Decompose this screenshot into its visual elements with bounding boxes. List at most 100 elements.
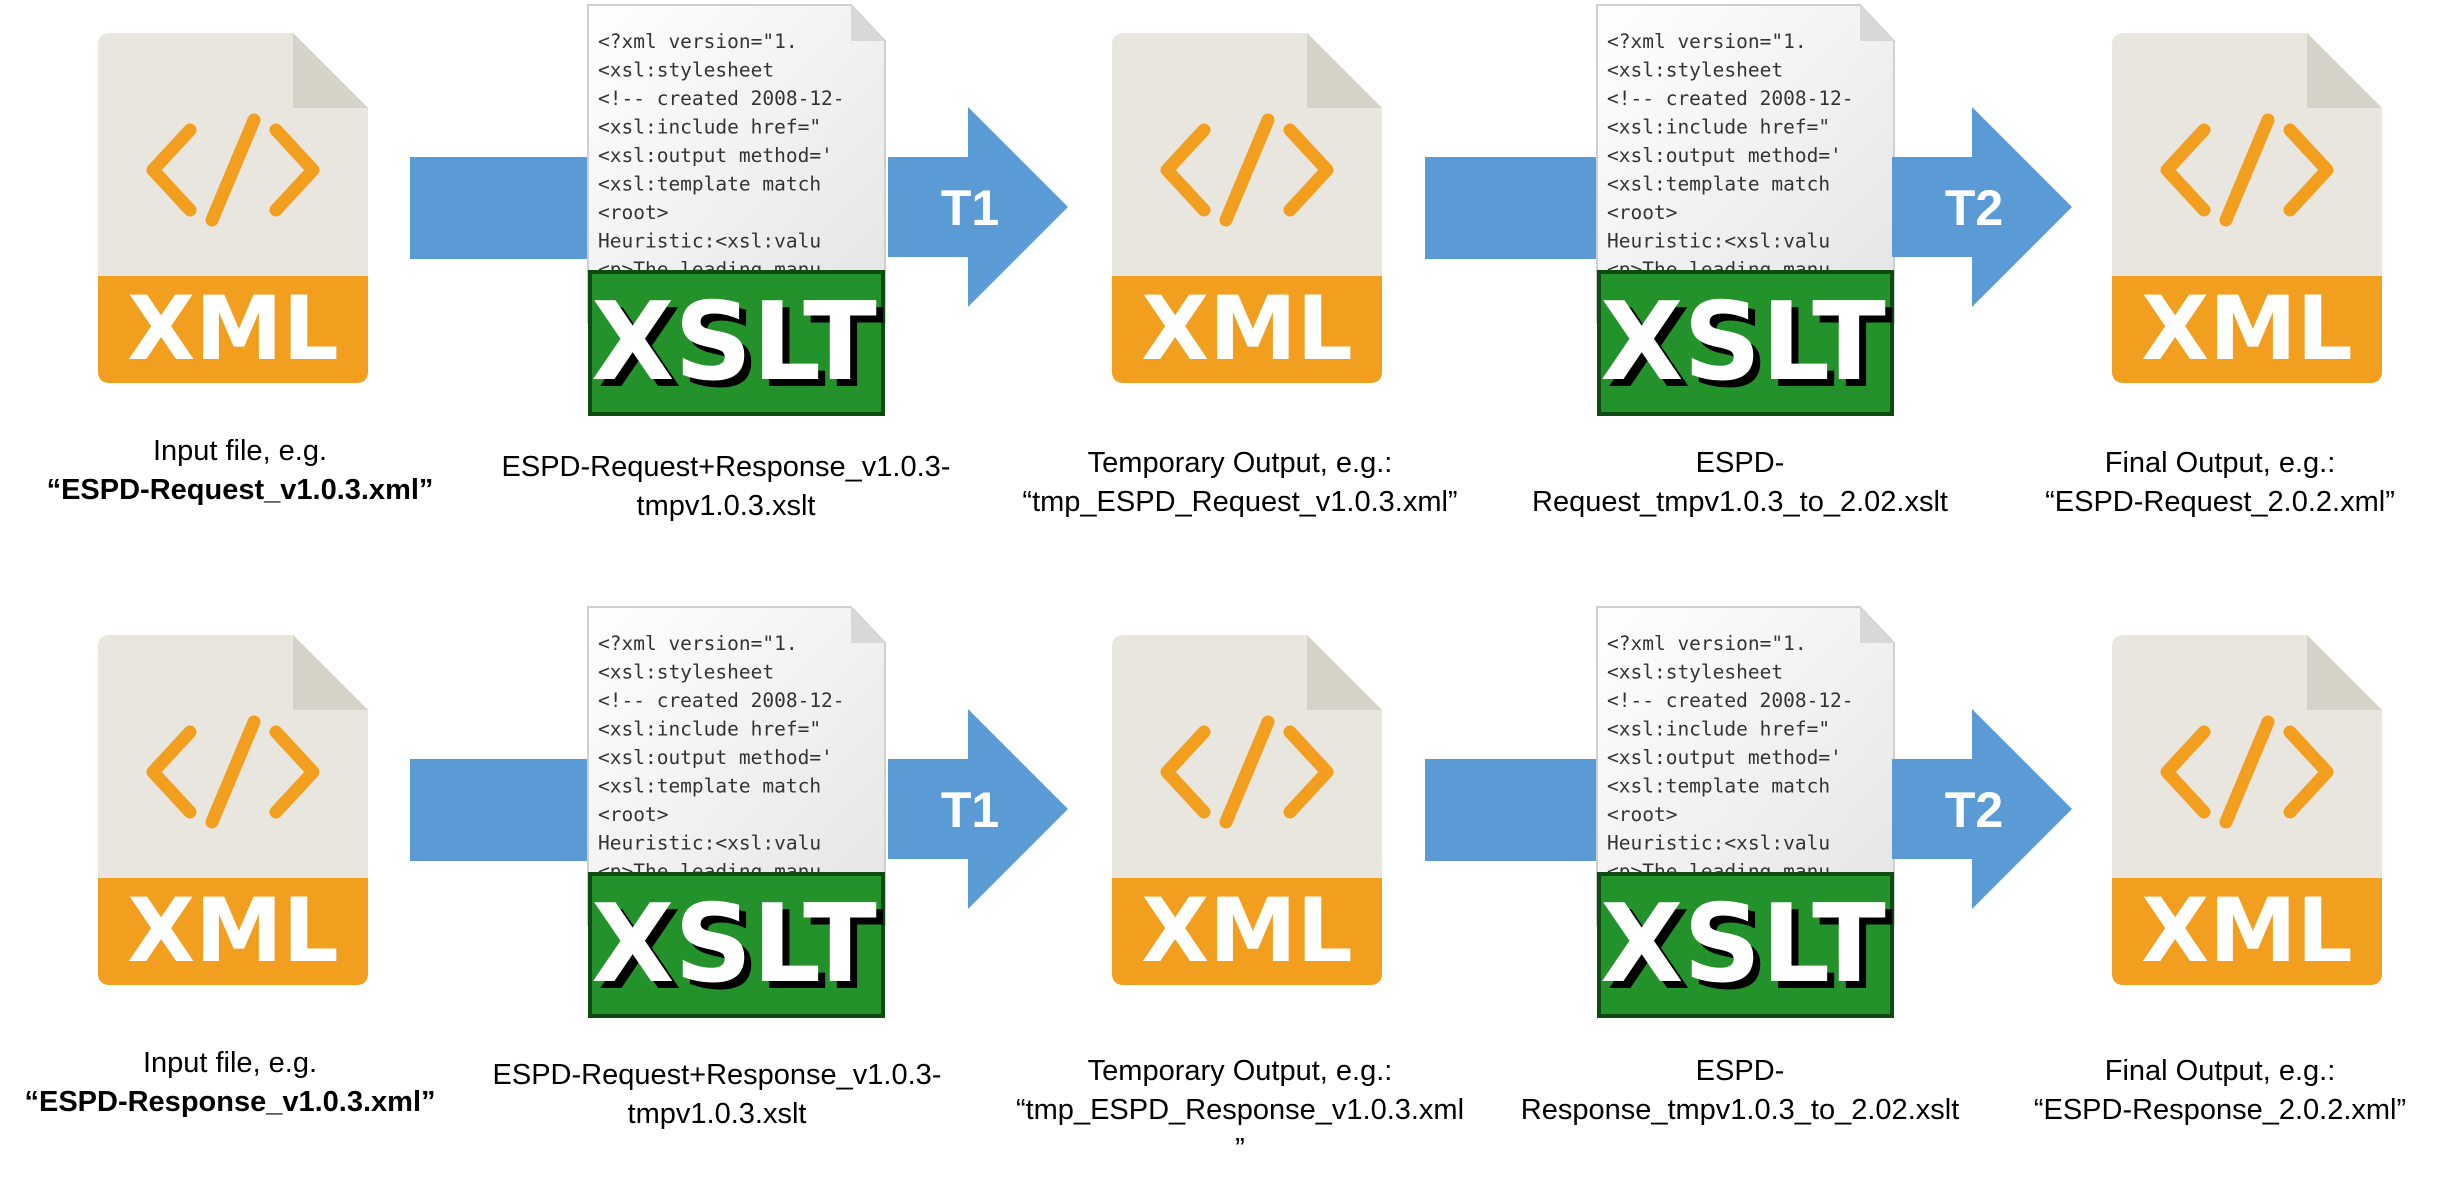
flow-arrow-icon-t2-row1: T2	[1892, 107, 2072, 307]
code-brackets-icon	[146, 715, 320, 829]
xslt-paper-fold	[851, 607, 885, 643]
xml-label: XML	[1141, 277, 1353, 380]
xml-file-icon-input-row1: XML	[98, 33, 368, 383]
xslt-code-line: <?xml version="1.	[1607, 30, 1807, 53]
xslt-code-line: <xsl:output method='	[598, 746, 833, 769]
xml-band	[2112, 878, 2382, 985]
caption-final-row2-line2: “ESPD-Response_2.0.2.xml”	[2033, 1094, 2407, 1126]
caption-xslt1-row2-line2: tmpv1.0.3.xslt	[627, 1098, 807, 1130]
flow-arrow-icon-t1-row1: T1	[888, 107, 1068, 307]
right-bracket	[2283, 725, 2334, 819]
xslt-code-line: <xsl:stylesheet	[1607, 661, 1783, 684]
caption-temp-row1-line2: “tmp_ESPD_Request_v1.0.3.xml”	[1022, 486, 1458, 518]
caption-temp-row2-line1: Temporary Output, e.g.:	[1087, 1055, 1393, 1087]
xml-label: XML	[127, 277, 339, 380]
xslt-label-shadow: XSLT	[598, 889, 884, 1014]
xslt-code-line: <?xml version="1.	[598, 30, 798, 53]
xml-band	[98, 276, 368, 383]
left-bracket	[2160, 725, 2211, 819]
xslt-label-shadow: XSLT	[598, 287, 884, 412]
xslt-code-line: <?xml version="1.	[1607, 632, 1807, 655]
xml-label: XML	[1141, 879, 1353, 982]
xml-file-icon-final-row2: XML	[2112, 635, 2382, 985]
caption-temp-row2-line2: “tmp_ESPD_Response_v1.0.3.xml	[1015, 1094, 1465, 1126]
xslt-code-line: Heuristic:<xsl:valu	[1607, 832, 1830, 855]
xslt-paper-fold	[851, 5, 885, 41]
code-brackets-icon	[2160, 715, 2334, 829]
arrow-label: T2	[1945, 782, 2003, 838]
code-brackets-icon	[1160, 715, 1334, 829]
xslt-box	[592, 274, 881, 412]
right-bracket	[1283, 725, 1334, 819]
connector-bar-1-row1	[410, 157, 588, 259]
xslt-code-line: <xsl:template match	[1607, 173, 1830, 196]
flow-arrow-icon-t2-row2: T2	[1892, 709, 2072, 909]
xslt-code-line: <!-- created 2008-12-	[1607, 87, 1854, 110]
xslt-code-line: <xsl:output method='	[598, 144, 833, 167]
caption-input-row2-line2: “ESPD-Response_v1.0.3.xml”	[24, 1086, 436, 1118]
xslt-code-line: <root>	[1607, 803, 1677, 826]
left-bracket	[1160, 725, 1211, 819]
caption-temp-row2: Temporary Output, e.g.: “tmp_ESPD_Respon…	[975, 1052, 1505, 1169]
caption-xslt2-row1-line1: ESPD-	[1695, 447, 1785, 479]
arrow-shape	[888, 709, 1068, 909]
xslt-code-line: <root>	[598, 201, 668, 224]
xslt-code-line: <!-- created 2008-12-	[598, 689, 845, 712]
connector-bar-1-row2	[410, 759, 588, 861]
caption-xslt2-row2-line1: ESPD-	[1695, 1055, 1785, 1087]
xslt-code-line: <root>	[1607, 201, 1677, 224]
xml-file-icon-temp-row2: XML	[1112, 635, 1382, 985]
xml-band	[2112, 276, 2382, 383]
xml-file-icon-temp-row1: XML	[1112, 33, 1382, 383]
flow-arrow-icon-t1-row2: T1	[888, 709, 1068, 909]
xslt-code-line: <xsl:include href="	[598, 116, 821, 139]
caption-xslt1-row1-line1: ESPD-Request+Response_v1.0.3-	[501, 451, 951, 483]
xslt-box	[1601, 274, 1890, 412]
xslt-document-icon-1-row2: <?xml version="1.<xsl:stylesheet<!-- cre…	[587, 606, 886, 1018]
xslt-document-icon-2-row1: <?xml version="1. <xsl:stylesheet <!-- cre…	[1596, 4, 1895, 416]
caption-xslt2-row1-line2: Request_tmpv1.0.3_to_2.02.xslt	[1532, 486, 1948, 518]
xslt-code-line: <!-- created 2008-12-	[598, 87, 845, 110]
code-brackets-icon	[1160, 113, 1334, 227]
xslt-code-line: Heuristic:<xsl:valu	[1607, 230, 1830, 253]
xslt-code-line: <xsl:stylesheet	[1607, 59, 1783, 82]
caption-input-row1: Input file, e.g. “ESPD-Request_v1.0.3.xm…	[40, 432, 440, 510]
xml-page-fold	[1307, 33, 1382, 108]
xslt-label-shadow: XSLT	[1607, 889, 1893, 1014]
xslt-box	[1601, 876, 1890, 1014]
xslt-paper-fold	[1860, 5, 1894, 41]
xml-band	[1112, 276, 1382, 383]
slash	[205, 715, 261, 829]
xslt-code-line: <xsl:include href="	[1607, 116, 1830, 139]
arrow-label: T1	[941, 782, 999, 838]
caption-final-row1-line1: Final Output, e.g.:	[2104, 447, 2336, 479]
xml-page-fold	[2307, 635, 2382, 710]
caption-xslt1-row2: ESPD-Request+Response_v1.0.3- tmpv1.0.3.…	[457, 1056, 977, 1134]
xslt-code-line: <xsl:include href="	[1607, 718, 1830, 741]
xslt-box	[592, 876, 881, 1014]
right-bracket	[269, 123, 320, 217]
slash	[205, 113, 261, 227]
caption-temp-row1-line1: Temporary Output, e.g.:	[1087, 447, 1393, 479]
caption-xslt2-row1: ESPD- Request_tmpv1.0.3_to_2.02.xslt	[1470, 444, 2010, 522]
caption-xslt1-row1: ESPD-Request+Response_v1.0.3- tmpv1.0.3.…	[466, 448, 986, 526]
xml-file-icon-input-row2: XML	[98, 635, 368, 985]
caption-final-row2-line1: Final Output, e.g.:	[2104, 1055, 2336, 1087]
caption-xslt1-row1-line2: tmpv1.0.3.xslt	[636, 490, 816, 522]
caption-xslt1-row2-line1: ESPD-Request+Response_v1.0.3-	[492, 1059, 942, 1091]
caption-input-row2-line1: Input file, e.g.	[142, 1047, 318, 1079]
xslt-code-line: <xsl:template match	[1607, 775, 1830, 798]
slash	[2219, 113, 2275, 227]
xml-page-fold	[2307, 33, 2382, 108]
connector-bar-2-row1	[1425, 157, 1597, 259]
arrow-shape	[888, 107, 1068, 307]
xslt-code-line: Heuristic:<xsl:valu	[598, 230, 821, 253]
slash	[1219, 113, 1275, 227]
xslt-label: XSLT	[591, 280, 877, 405]
caption-xslt2-row2-line2: Response_tmpv1.0.3_to_2.02.xslt	[1520, 1094, 1960, 1126]
xml-page-fold	[293, 635, 368, 710]
xslt-code-line: Heuristic:<xsl:valu	[598, 832, 821, 855]
xslt-label-shadow: XSLT	[1607, 287, 1893, 412]
